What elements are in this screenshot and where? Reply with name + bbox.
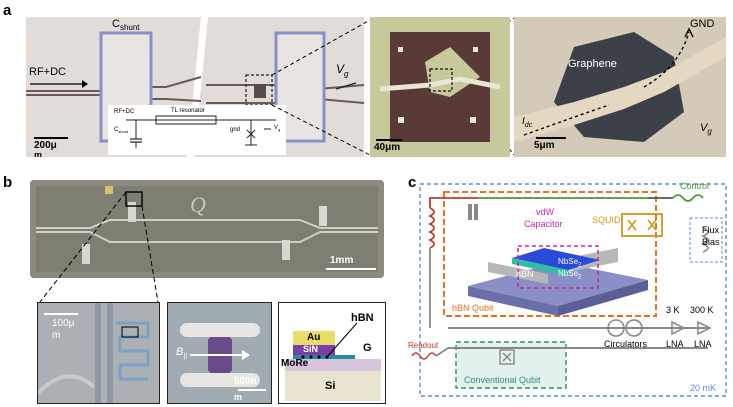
scale-200-label: 200μ [34,140,57,151]
k3-label: 3 K [666,305,680,315]
vdw-label: vdW [536,207,554,217]
panel-b-layer-stack: hBN Au SiN G MoRe Si [278,302,386,404]
panel-label-c: c [408,174,417,191]
scalebar-100 [44,313,78,315]
sin-label: SiN [303,344,319,354]
inset-cshunt-label: Cshunt [114,127,129,135]
hbn-label-c: hBN [516,269,534,279]
nbse2-top-label: NbSe2 [558,257,582,269]
panel-label-b: b [3,174,13,191]
si-label: Si [325,380,336,392]
panel-a-mid-drawing [370,17,510,157]
panel-b-zoom-drawing [38,303,159,403]
rfdc-arrow [30,80,88,88]
panel-a-zoom-image: Graphene GND Idc Vg 5μm [514,17,726,157]
cshunt-label: Cshunt [112,18,140,33]
flux-label: Flux [702,225,720,235]
bias-label: Bias [702,237,720,247]
inset-vg-label: Vg [274,125,281,133]
conventional-label: Conventional Qubit [464,375,541,385]
nbse2-bot-label: NbSe2 [558,269,582,281]
readout-label: Readout [408,341,439,350]
panel-a-zoom-drawing [514,17,726,157]
scale-100-label: 100μ [52,318,75,329]
au-label: Au [307,332,321,343]
scale-200-unit: m [34,150,43,158]
scale-500-label: 500n [234,376,257,387]
scale-40-label: 40μm [374,142,401,153]
scale-1mm-label: 1mm [330,255,354,266]
inset-gnd-label: gnd [230,127,241,133]
more-label: MoRe [281,358,309,369]
gnd-label: GND [690,18,715,30]
panel-c-drawing [411,183,727,397]
capacitor-label: Capacitor [524,219,563,229]
panel-a-mid-image: 40μm [370,17,510,157]
b-par-label: B|| [176,346,187,361]
vg-label: Vg [336,62,349,79]
panel-a-chip-image: Cshunt RF+DC Vg RF+DC TL resonator Cshun… [26,17,364,157]
inset-rfdc-label: RF+DC [114,109,135,115]
panel-label-a: a [3,2,12,19]
circulators-label: Circulators [604,339,648,349]
inset-tl-label: TL resonator [171,108,205,114]
panel-b-chip-image: Q 1mm [30,180,384,278]
scale-5-label: 5μm [534,140,555,151]
panel-b-device-drawing [168,303,271,403]
scalebar-40 [376,139,402,141]
panel-c-circuit: Control vdW Capacitor SQUID Flux Bias hB… [408,178,730,404]
panel-b-device-image: B|| 500n m [167,302,272,404]
hbn-qubit-label: hBN Qubit [452,303,494,313]
g-label: G [363,342,372,354]
scalebar-1mm [326,268,376,270]
scale-100-unit: m [52,330,61,341]
k300-label: 300 K [690,305,714,315]
rfdc-label: RF+DC [29,66,66,78]
scale-500-unit: m [234,392,243,402]
graphene-label: Graphene [568,58,617,70]
lna2-label: LNA [694,339,712,349]
q-logo: Q [190,192,206,217]
vg2-label: Vg [700,122,712,137]
control-label: Control [680,181,710,191]
scalebar-500 [238,389,266,391]
scalebar-200 [34,137,68,139]
panel-b-zoom-image: 100μ m [37,302,160,404]
scalebar-5 [536,137,566,139]
layer-stack-drawing [285,322,381,401]
hbn-label-b: hBN [351,312,374,324]
mk20-label: 20 mK [690,383,717,393]
squid-label: SQUID [592,215,621,225]
lna1-label: LNA [666,339,684,349]
idc-label: Idc [522,116,533,130]
